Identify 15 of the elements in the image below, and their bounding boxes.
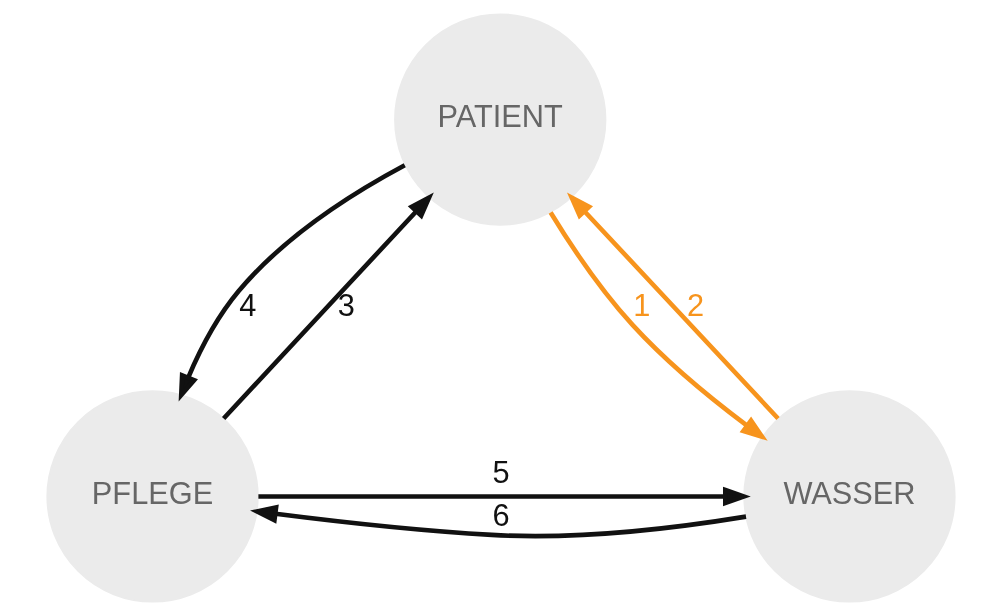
node-circle: PFLEGE xyxy=(45,390,259,603)
arrow xyxy=(178,163,406,402)
edge-label: 4 xyxy=(238,287,256,323)
node-circle: WASSER xyxy=(742,390,956,603)
node-circle: PATIENT xyxy=(393,13,606,226)
arrow xyxy=(221,192,434,421)
arrow xyxy=(566,192,780,421)
edge-label: 2 xyxy=(686,287,704,323)
arrow xyxy=(548,211,768,441)
edge-label: 3 xyxy=(337,287,355,323)
arrow xyxy=(249,504,746,539)
edge-label: 1 xyxy=(632,287,650,323)
edge-label: 6 xyxy=(491,497,510,533)
arrow xyxy=(257,486,751,507)
edge-label: 5 xyxy=(491,454,510,490)
